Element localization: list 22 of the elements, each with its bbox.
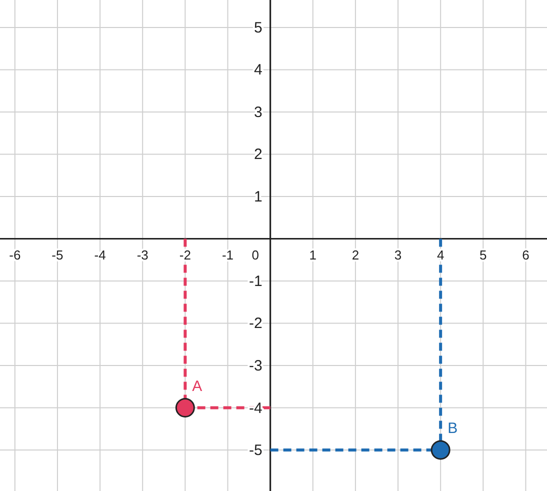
point-label: B xyxy=(448,420,458,438)
tick-label: 5 xyxy=(480,248,487,263)
tick-label: -4 xyxy=(94,248,106,263)
tick-label: 5 xyxy=(254,19,262,36)
tick-label: -5 xyxy=(52,248,64,263)
tick-label: 2 xyxy=(352,248,360,263)
tick-label: 4 xyxy=(254,62,262,79)
tick-label: 1 xyxy=(309,248,316,263)
origin-label: 0 xyxy=(252,248,259,263)
tick-label: -2 xyxy=(248,315,262,332)
tick-label: -3 xyxy=(136,248,148,263)
tick-label: -3 xyxy=(248,358,262,374)
tick-label: 2 xyxy=(254,146,262,164)
tick-label: 3 xyxy=(254,104,262,121)
tick-label: 6 xyxy=(522,248,530,263)
tick-label: -1 xyxy=(248,273,262,290)
tick-label: -1 xyxy=(222,248,234,263)
tick-label: -5 xyxy=(248,442,262,460)
tick-label: 1 xyxy=(254,188,262,206)
point-label: A xyxy=(192,378,202,395)
tick-label: -6 xyxy=(9,248,21,263)
tick-label: 3 xyxy=(394,248,402,263)
